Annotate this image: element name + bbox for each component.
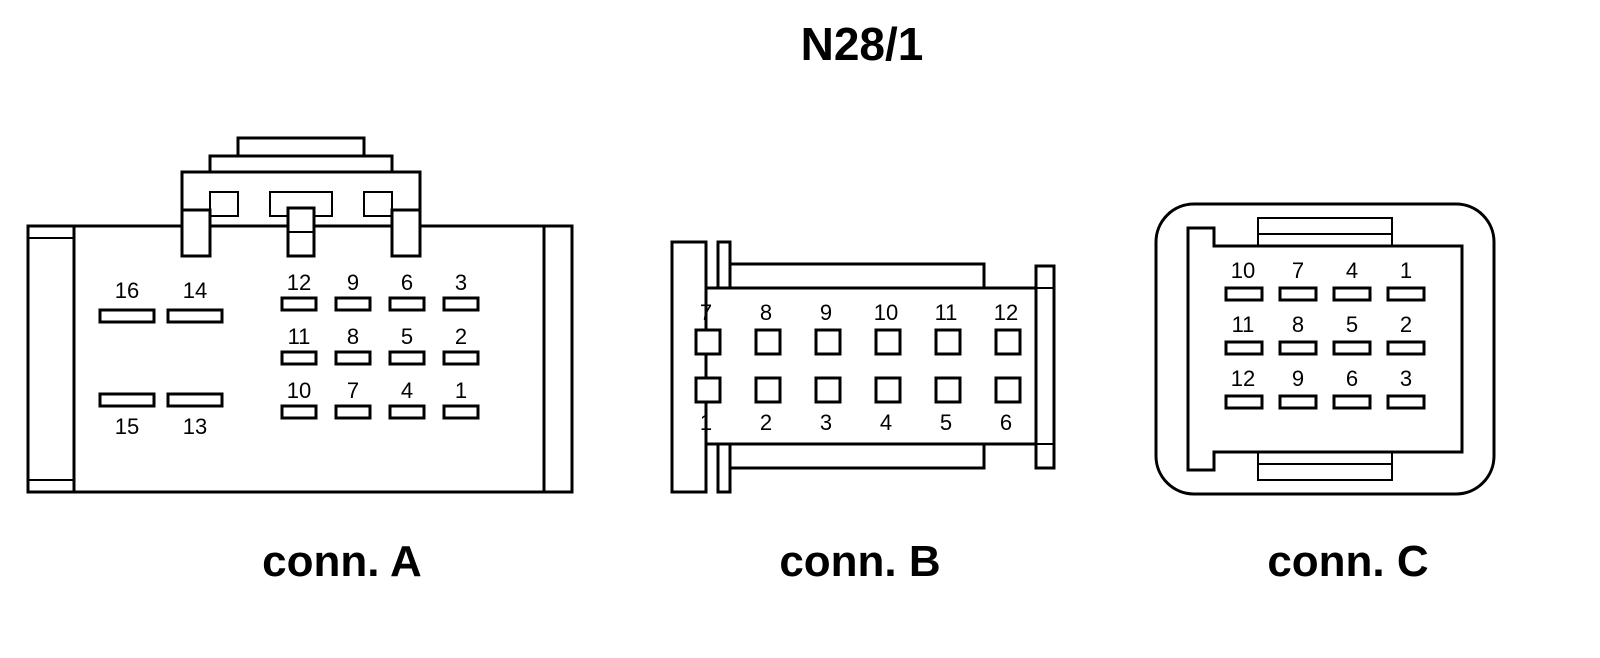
connector-c-label: conn. C: [1267, 537, 1428, 586]
connector-c: 10 7 4 1 11 8 5 2 12 9 6 3: [1154, 202, 1496, 586]
pin-slot: [1386, 340, 1426, 356]
pin-number: 6: [1346, 366, 1358, 391]
pin-slot: [388, 404, 426, 420]
pin-slot: [694, 328, 722, 356]
pin-slot: [1278, 340, 1318, 356]
pin-number: 8: [760, 300, 772, 325]
pin-number: 14: [183, 278, 207, 303]
pin-number: 8: [1292, 312, 1304, 337]
pin-slot: [98, 308, 156, 324]
pin-slot: [442, 296, 480, 312]
pin-number: 3: [455, 270, 467, 295]
pin-number: 15: [115, 414, 139, 439]
pin-number: 11: [288, 324, 311, 349]
pin-number: 5: [940, 410, 952, 435]
connector-a-pins: 16 14 15 13 12 9 6 3 11 8 5 2: [98, 270, 480, 439]
pin-slot: [754, 376, 782, 404]
pin-slot: [334, 404, 372, 420]
pin-number: 10: [287, 378, 311, 403]
connector-b: 7 8 9 10 11 12 1 2 3 4 5 6 conn.: [670, 240, 1056, 586]
pin-slot: [166, 308, 224, 324]
pin-slot: [934, 328, 962, 356]
connector-b-label: conn. B: [779, 537, 940, 586]
connector-a: 16 14 15 13 12 9 6 3 11 8 5 2: [26, 136, 574, 586]
pin-slot: [874, 328, 902, 356]
pin-number: 11: [1232, 312, 1255, 337]
pin-number: 3: [1400, 366, 1412, 391]
pin-slot: [1224, 394, 1264, 410]
pin-slot: [388, 350, 426, 366]
pin-slot: [1278, 394, 1318, 410]
pin-number: 2: [455, 324, 467, 349]
pin-number: 12: [1231, 366, 1255, 391]
pin-slot: [442, 350, 480, 366]
pin-slot: [334, 296, 372, 312]
pin-number: 4: [880, 410, 892, 435]
pin-slot: [280, 350, 318, 366]
pin-number: 16: [115, 278, 139, 303]
pin-number: 1: [455, 378, 467, 403]
pin-slot: [1332, 286, 1372, 302]
pin-slot: [1386, 286, 1426, 302]
pin-slot: [388, 296, 426, 312]
pin-number: 3: [820, 410, 832, 435]
pin-number: 8: [347, 324, 359, 349]
pin-slot: [280, 404, 318, 420]
pin-number: 9: [1292, 366, 1304, 391]
pin-number: 9: [820, 300, 832, 325]
pin-number: 7: [347, 378, 359, 403]
pin-number: 13: [183, 414, 207, 439]
pin-slot: [814, 376, 842, 404]
pin-slot: [694, 376, 722, 404]
pin-number: 10: [874, 300, 898, 325]
pin-slot: [334, 350, 372, 366]
connector-b-housing: [704, 286, 1038, 446]
pin-number: 4: [1346, 258, 1358, 283]
connector-a-label: conn. A: [262, 537, 422, 586]
pin-number: 12: [994, 300, 1018, 325]
pin-number: 7: [1292, 258, 1304, 283]
pin-slot: [1386, 394, 1426, 410]
pin-slot: [814, 328, 842, 356]
pin-slot: [1332, 340, 1372, 356]
pin-number: 11: [935, 300, 958, 325]
pin-slot: [754, 328, 782, 356]
pin-number: 1: [1400, 258, 1412, 283]
pin-slot: [994, 328, 1022, 356]
pin-number: 2: [1400, 312, 1412, 337]
pin-number: 6: [1000, 410, 1012, 435]
pin-slot: [1332, 394, 1372, 410]
pin-slot: [1224, 340, 1264, 356]
pin-number: 1: [700, 410, 712, 435]
pin-number: 9: [347, 270, 359, 295]
pin-number: 7: [700, 300, 712, 325]
pin-slot: [280, 296, 318, 312]
pin-number: 10: [1231, 258, 1255, 283]
pin-number: 12: [287, 270, 311, 295]
pin-number: 6: [401, 270, 413, 295]
pin-number: 4: [401, 378, 413, 403]
connector-b-pins: 7 8 9 10 11 12 1 2 3 4 5 6: [694, 300, 1022, 435]
pin-slot: [442, 404, 480, 420]
pin-number: 5: [401, 324, 413, 349]
connector-c-pins: 10 7 4 1 11 8 5 2 12 9 6 3: [1224, 258, 1426, 410]
pin-slot: [1224, 286, 1264, 302]
pin-slot: [994, 376, 1022, 404]
pin-number: 5: [1346, 312, 1358, 337]
pin-slot: [1278, 286, 1318, 302]
pin-slot: [166, 392, 224, 408]
pin-slot: [874, 376, 902, 404]
diagram-title: N28/1: [801, 18, 924, 70]
pin-number: 2: [760, 410, 772, 435]
pin-slot: [98, 392, 156, 408]
pin-slot: [934, 376, 962, 404]
